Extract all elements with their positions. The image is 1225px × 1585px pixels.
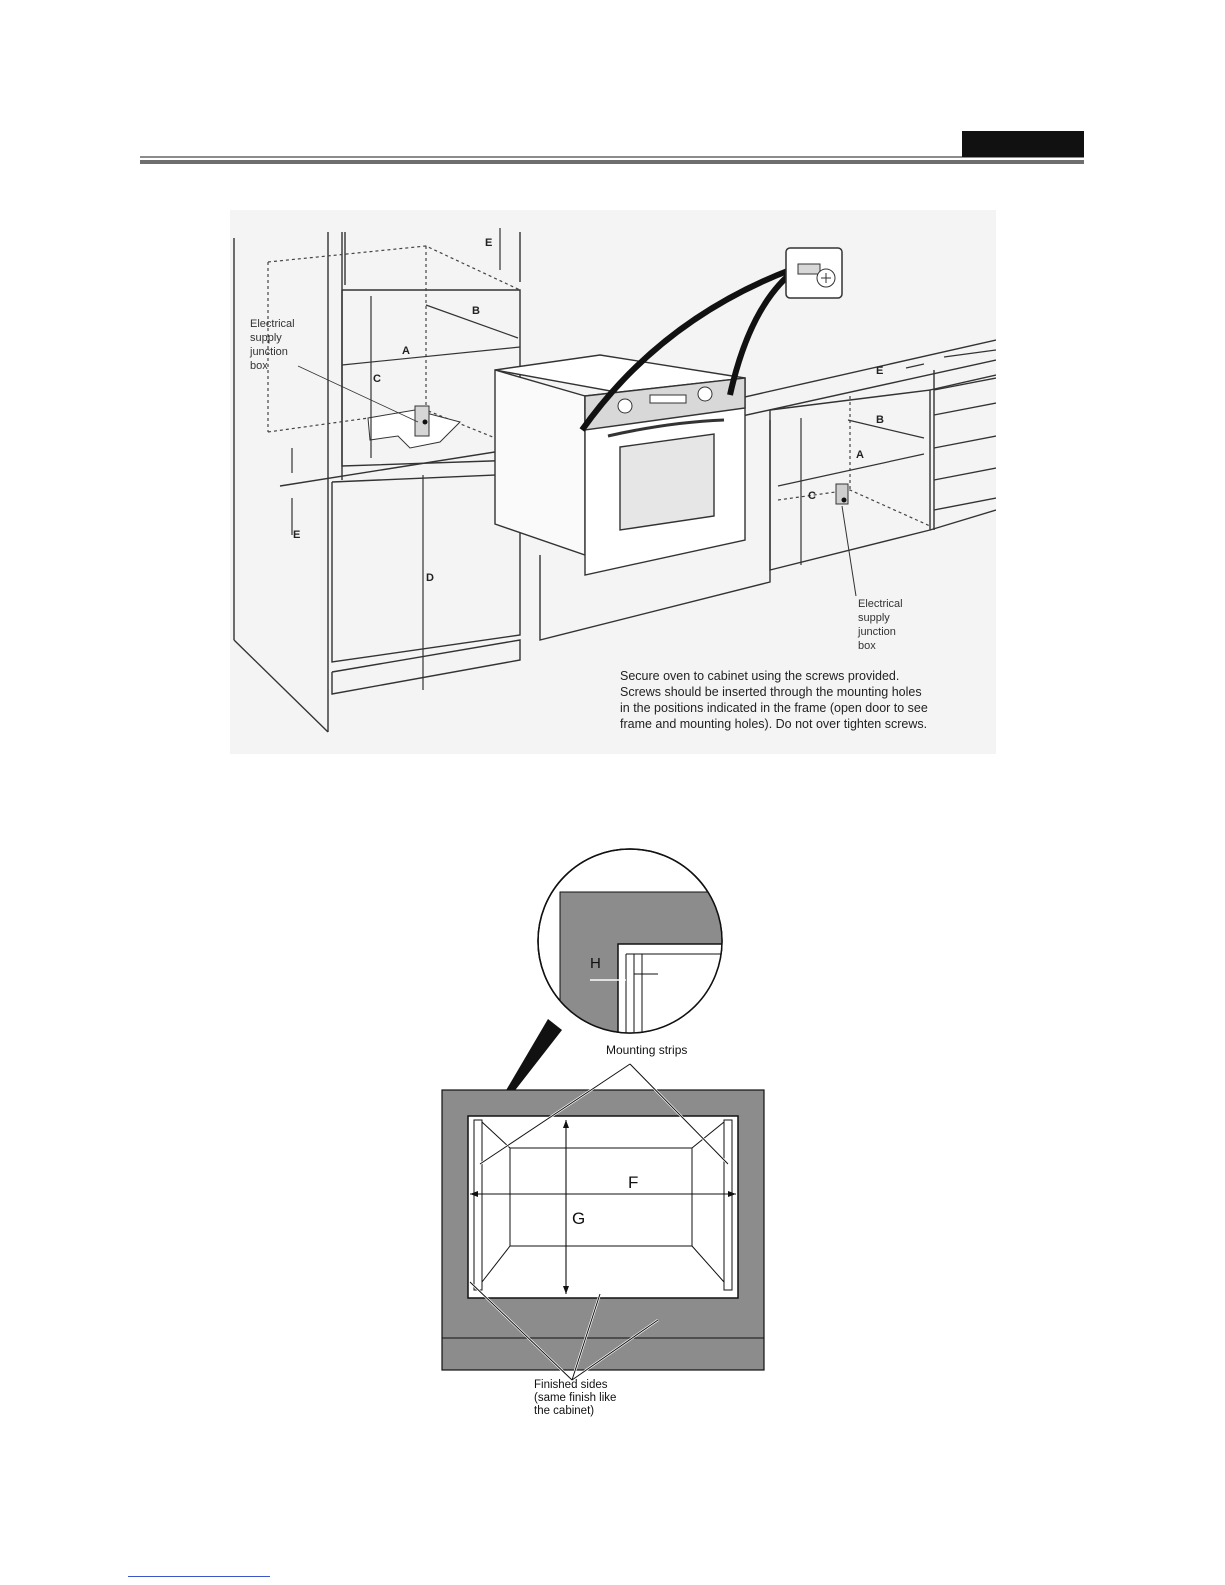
section-tab: [962, 131, 1084, 157]
finished-sides-label: Finished sides (same finish like the cab…: [534, 1379, 616, 1417]
cabinet-installation-figure: E B A C E D E B A C Electrical supply ju…: [230, 210, 996, 754]
svg-text:supply: supply: [858, 612, 890, 624]
label-b-right: B: [876, 414, 884, 426]
cutout-dimension-figure: H F G Mounting strips F: [441, 848, 765, 1417]
label-a-right: A: [856, 449, 864, 461]
svg-text:Screws should be inserted thro: Screws should be inserted through the mo…: [620, 685, 922, 699]
mounting-strips-label: Mounting strips: [606, 1043, 687, 1057]
label-e-right: E: [876, 365, 883, 377]
svg-text:junction: junction: [857, 626, 896, 638]
svg-text:Electrical: Electrical: [858, 598, 903, 610]
installation-instructions: Secure oven to cabinet using the screws …: [620, 669, 928, 731]
junction-box-label-left: Electrical supply junction box: [249, 318, 295, 372]
label-h: H: [590, 955, 601, 972]
svg-text:Secure oven to cabinet using t: Secure oven to cabinet using the screws …: [620, 669, 899, 683]
label-c-right: C: [808, 490, 816, 502]
svg-text:the cabinet): the cabinet): [534, 1405, 594, 1417]
svg-text:box: box: [858, 640, 876, 652]
svg-text:in the positions indicated in: in the positions indicated in the frame …: [620, 701, 928, 715]
junction-box-label-right: Electrical supply junction box: [857, 598, 903, 652]
header-rule: [140, 156, 1084, 166]
screw-icon: [785, 247, 843, 299]
svg-text:frame and mounting holes). Do: frame and mounting holes). Do not over t…: [620, 717, 927, 731]
footer-link-underline[interactable]: [128, 1576, 270, 1577]
svg-text:(same finish like: (same finish like: [534, 1392, 616, 1404]
label-e-left: E: [293, 529, 300, 541]
svg-text:box: box: [250, 360, 268, 372]
svg-text:junction: junction: [249, 346, 288, 358]
svg-text:Finished sides: Finished sides: [534, 1379, 608, 1391]
label-d: D: [426, 572, 434, 584]
svg-text:Electrical: Electrical: [250, 318, 295, 330]
label-a-left: A: [402, 345, 410, 357]
label-b-left: B: [472, 305, 480, 317]
label-c-left: C: [373, 373, 381, 385]
label-f: F: [628, 1173, 638, 1192]
svg-text:supply: supply: [250, 332, 282, 344]
label-g: G: [572, 1209, 585, 1228]
label-e-top: E: [485, 237, 492, 249]
